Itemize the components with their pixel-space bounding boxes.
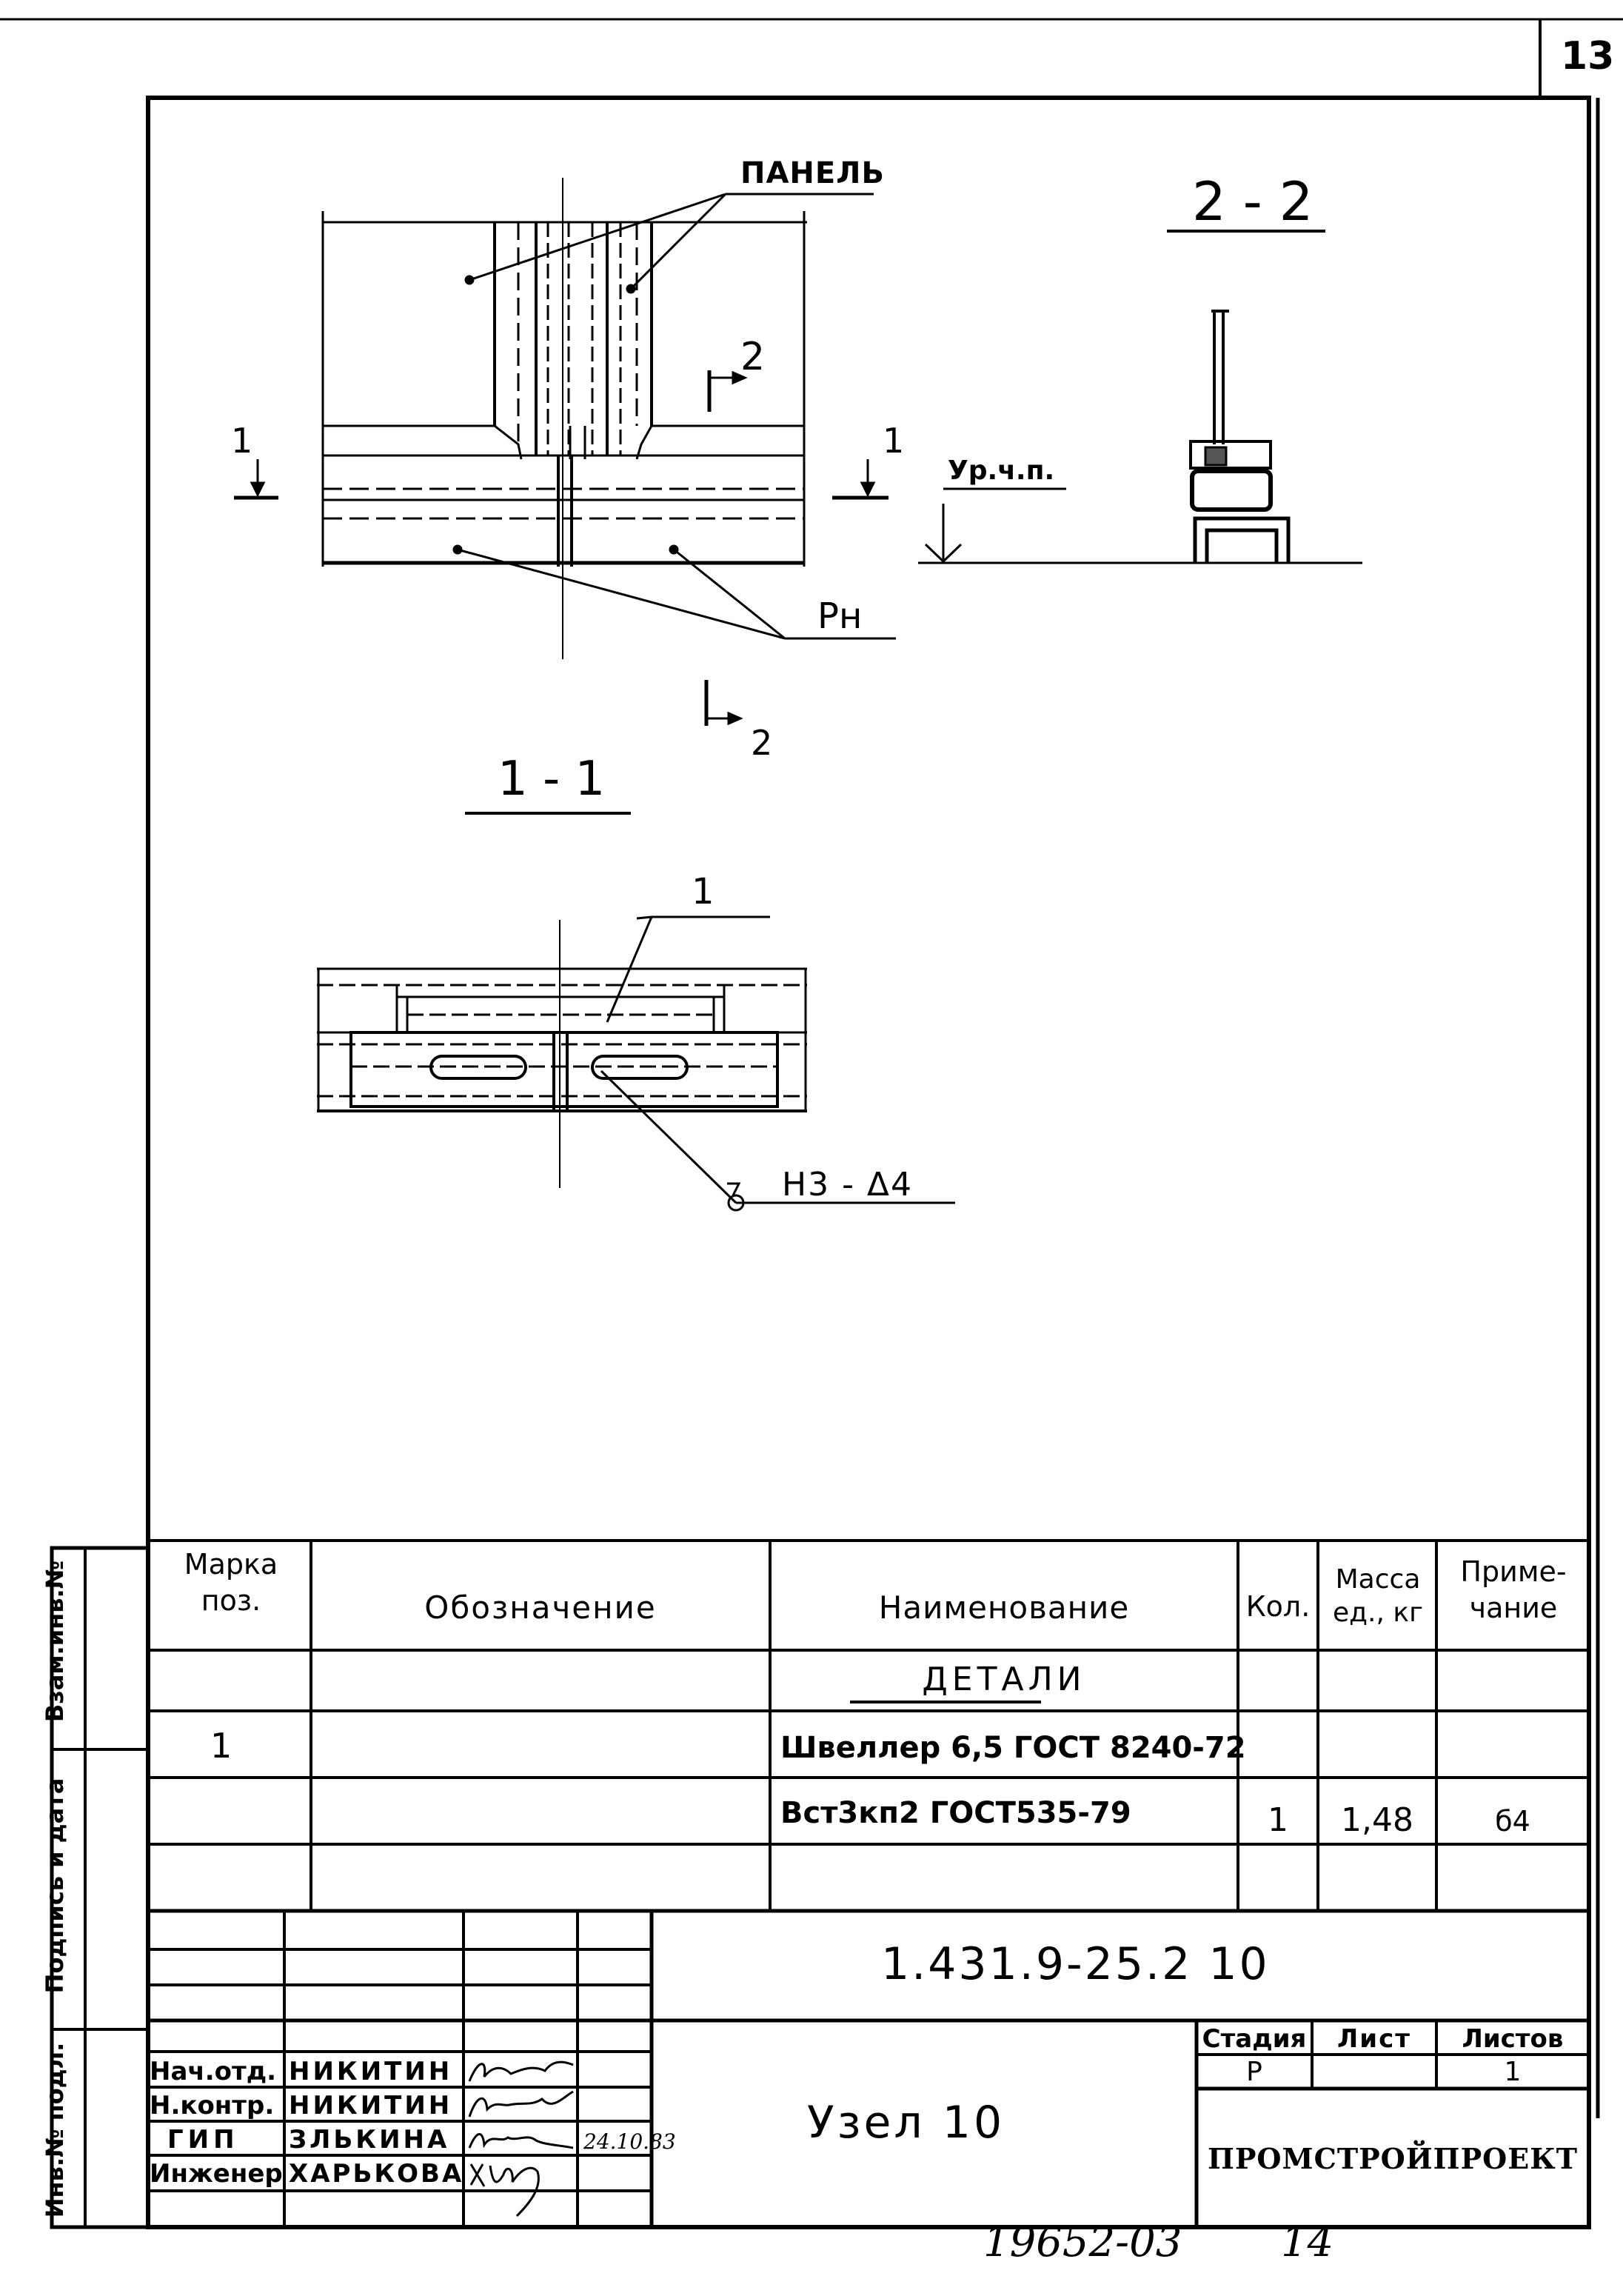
side-sign-date: Подпись и дата [41, 1778, 69, 1994]
header-mark: Марка поз. [184, 1548, 278, 1618]
section-title-details: ДЕТАЛИ [922, 1661, 1086, 1698]
signature-gip [468, 2133, 574, 2149]
row1-mark: 1 [210, 1726, 232, 1766]
sheet-label: Лист [1337, 2024, 1411, 2054]
sheets-label: Листов [1462, 2024, 1564, 2054]
sheets-value: 1 [1504, 2057, 1522, 2087]
rn-label: Рн [817, 595, 863, 637]
row2-note: б4 [1495, 1805, 1530, 1838]
staff-name-3: ЗЛЬКИНА [289, 2125, 450, 2155]
signature-nach-otd [468, 2060, 574, 2082]
panel-label: ПАНЕЛЬ [740, 156, 885, 190]
header-qty: Кол. [1245, 1590, 1311, 1623]
header-name: Наименование [878, 1589, 1130, 1626]
section-2-2-title: 2 - 2 [1192, 170, 1314, 233]
document-code: 1.431.9-25.2 10 [881, 1938, 1270, 1990]
header-designation: Обозначение [424, 1589, 657, 1626]
staff-role-1: Нач.отд. [150, 2057, 277, 2086]
position-1-label: 1 [692, 871, 715, 912]
staff-name-1: НИКИТИН [289, 2057, 453, 2086]
page-number: 13 [1561, 34, 1615, 79]
side-inv-podl: Инв.№ подл. [41, 2042, 69, 2218]
signature-n-kontr [468, 2090, 574, 2118]
staff-role-3: ГИП [167, 2125, 239, 2155]
cut-mark-2-bottom: 2 [751, 723, 773, 763]
stage-label: Стадия [1202, 2024, 1307, 2054]
row2-name: Вст3кп2 ГОСТ535-79 [780, 1796, 1131, 1830]
staff-date-3: 24.10.83 [583, 2129, 676, 2154]
cut-mark-2-top: 2 [740, 335, 766, 379]
stage-value: Р [1246, 2057, 1262, 2087]
archive-number: 19652-03 [983, 2218, 1182, 2266]
row2-mass: 1,48 [1341, 1801, 1413, 1839]
header-note: Приме- чание [1460, 1555, 1567, 1625]
cut-mark-1-left: 1 [231, 421, 253, 461]
organization: ПРОМСТРОЙПРОЕКТ [1207, 2142, 1579, 2175]
staff-role-2: Н.контр. [150, 2091, 275, 2120]
row1-name: Швеллер 6,5 ГОСТ 8240-72 [780, 1731, 1246, 1765]
cut-mark-1-right: 1 [883, 421, 905, 461]
section-1-1-title: 1 - 1 [498, 752, 606, 807]
side-inv-vzam: Взам.инв.№ [41, 1560, 69, 1723]
footer-page-ref: 14 [1281, 2218, 1334, 2266]
section-title-underline [850, 1701, 1041, 1703]
staff-name-4: ХАРЬКОВА [289, 2159, 464, 2189]
weld-note: Н3 - Δ4 [782, 1166, 914, 1204]
staff-role-4: Инженер [150, 2159, 283, 2189]
signature-inzhener [469, 2163, 540, 2217]
staff-name-2: НИКИТИН [289, 2091, 453, 2120]
drawing-title: Узел 10 [807, 2097, 1005, 2149]
row2-qty: 1 [1268, 1801, 1288, 1839]
header-mass: Масса ед., кг [1332, 1564, 1424, 1628]
level-label: Ур.ч.п. [948, 455, 1055, 486]
